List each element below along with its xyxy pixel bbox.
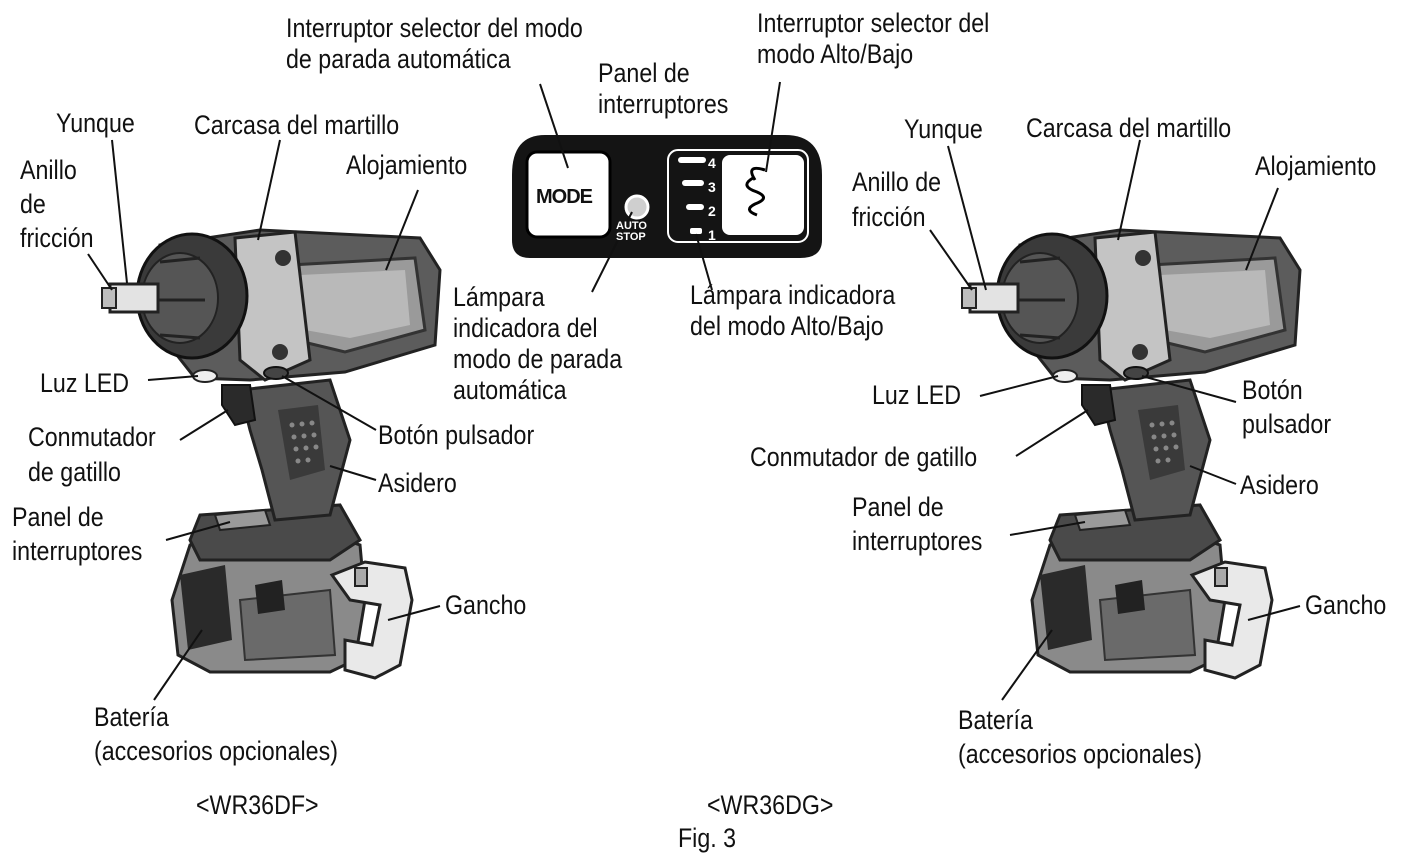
left-bateria-label: Batería (accesorios opcionales): [94, 702, 338, 766]
level-4-label: 4: [708, 155, 716, 171]
left-luz-led-label: Luz LED: [40, 368, 130, 398]
left-alojamiento-label: Alojamiento: [346, 150, 468, 180]
switch-panel-drawing: [512, 135, 822, 258]
level-3-label: 3: [708, 179, 716, 195]
left-asidero-label: Asidero: [378, 468, 457, 498]
right-carcasa-label: Carcasa del martillo: [1026, 113, 1232, 143]
right-gancho-label: Gancho: [1305, 590, 1387, 620]
right-model-label: <WR36DG>: [707, 790, 834, 820]
highlow-selector-label: Interruptor selector del modo Alto/Bajo: [757, 8, 990, 69]
highlow-lamp-label: Lámpara indicadora del modo Alto/Bajo: [690, 280, 896, 341]
right-yunque-label: Yunque: [904, 114, 983, 144]
right-boton-label: Botón pulsador: [1242, 375, 1332, 439]
left-conmutador-label: Conmutador de gatillo: [28, 422, 156, 487]
right-anillo-label: Anillo de fricción: [852, 167, 942, 232]
left-boton-label: Botón pulsador: [378, 420, 535, 450]
mode-selector-label: Interruptor selector del modo de parada …: [286, 13, 583, 74]
wr36dg-tool-drawing: [960, 228, 1302, 680]
right-asidero-label: Asidero: [1240, 470, 1319, 500]
level-2-label: 2: [708, 203, 716, 219]
auto-stop-label: AUTO STOP: [616, 220, 647, 243]
switch-panel-top-label: Panel de interruptores: [598, 58, 729, 119]
level-1-label: 1: [708, 227, 716, 243]
figure-caption: Fig. 3: [678, 823, 737, 853]
left-carcasa-label: Carcasa del martillo: [194, 110, 400, 140]
right-panel-label: Panel de interruptores: [852, 492, 983, 556]
right-luz-led-label: Luz LED: [872, 380, 962, 410]
left-model-label: <WR36DF>: [196, 790, 319, 820]
leader-lines: [87, 81, 1301, 701]
left-yunque-label: Yunque: [56, 108, 135, 138]
auto-stop-lamp-label: Lámpara indicadora del modo de parada au…: [453, 282, 623, 405]
left-anillo-label: Anillo de fricción: [20, 155, 94, 253]
right-bateria-label: Batería (accesorios opcionales): [958, 705, 1202, 769]
mode-button-label: MODE: [536, 186, 593, 208]
right-alojamiento-label: Alojamiento: [1255, 151, 1377, 181]
right-conmutador-label: Conmutador de gatillo: [750, 442, 978, 472]
left-gancho-label: Gancho: [445, 590, 527, 620]
left-panel-label: Panel de interruptores: [12, 502, 143, 566]
